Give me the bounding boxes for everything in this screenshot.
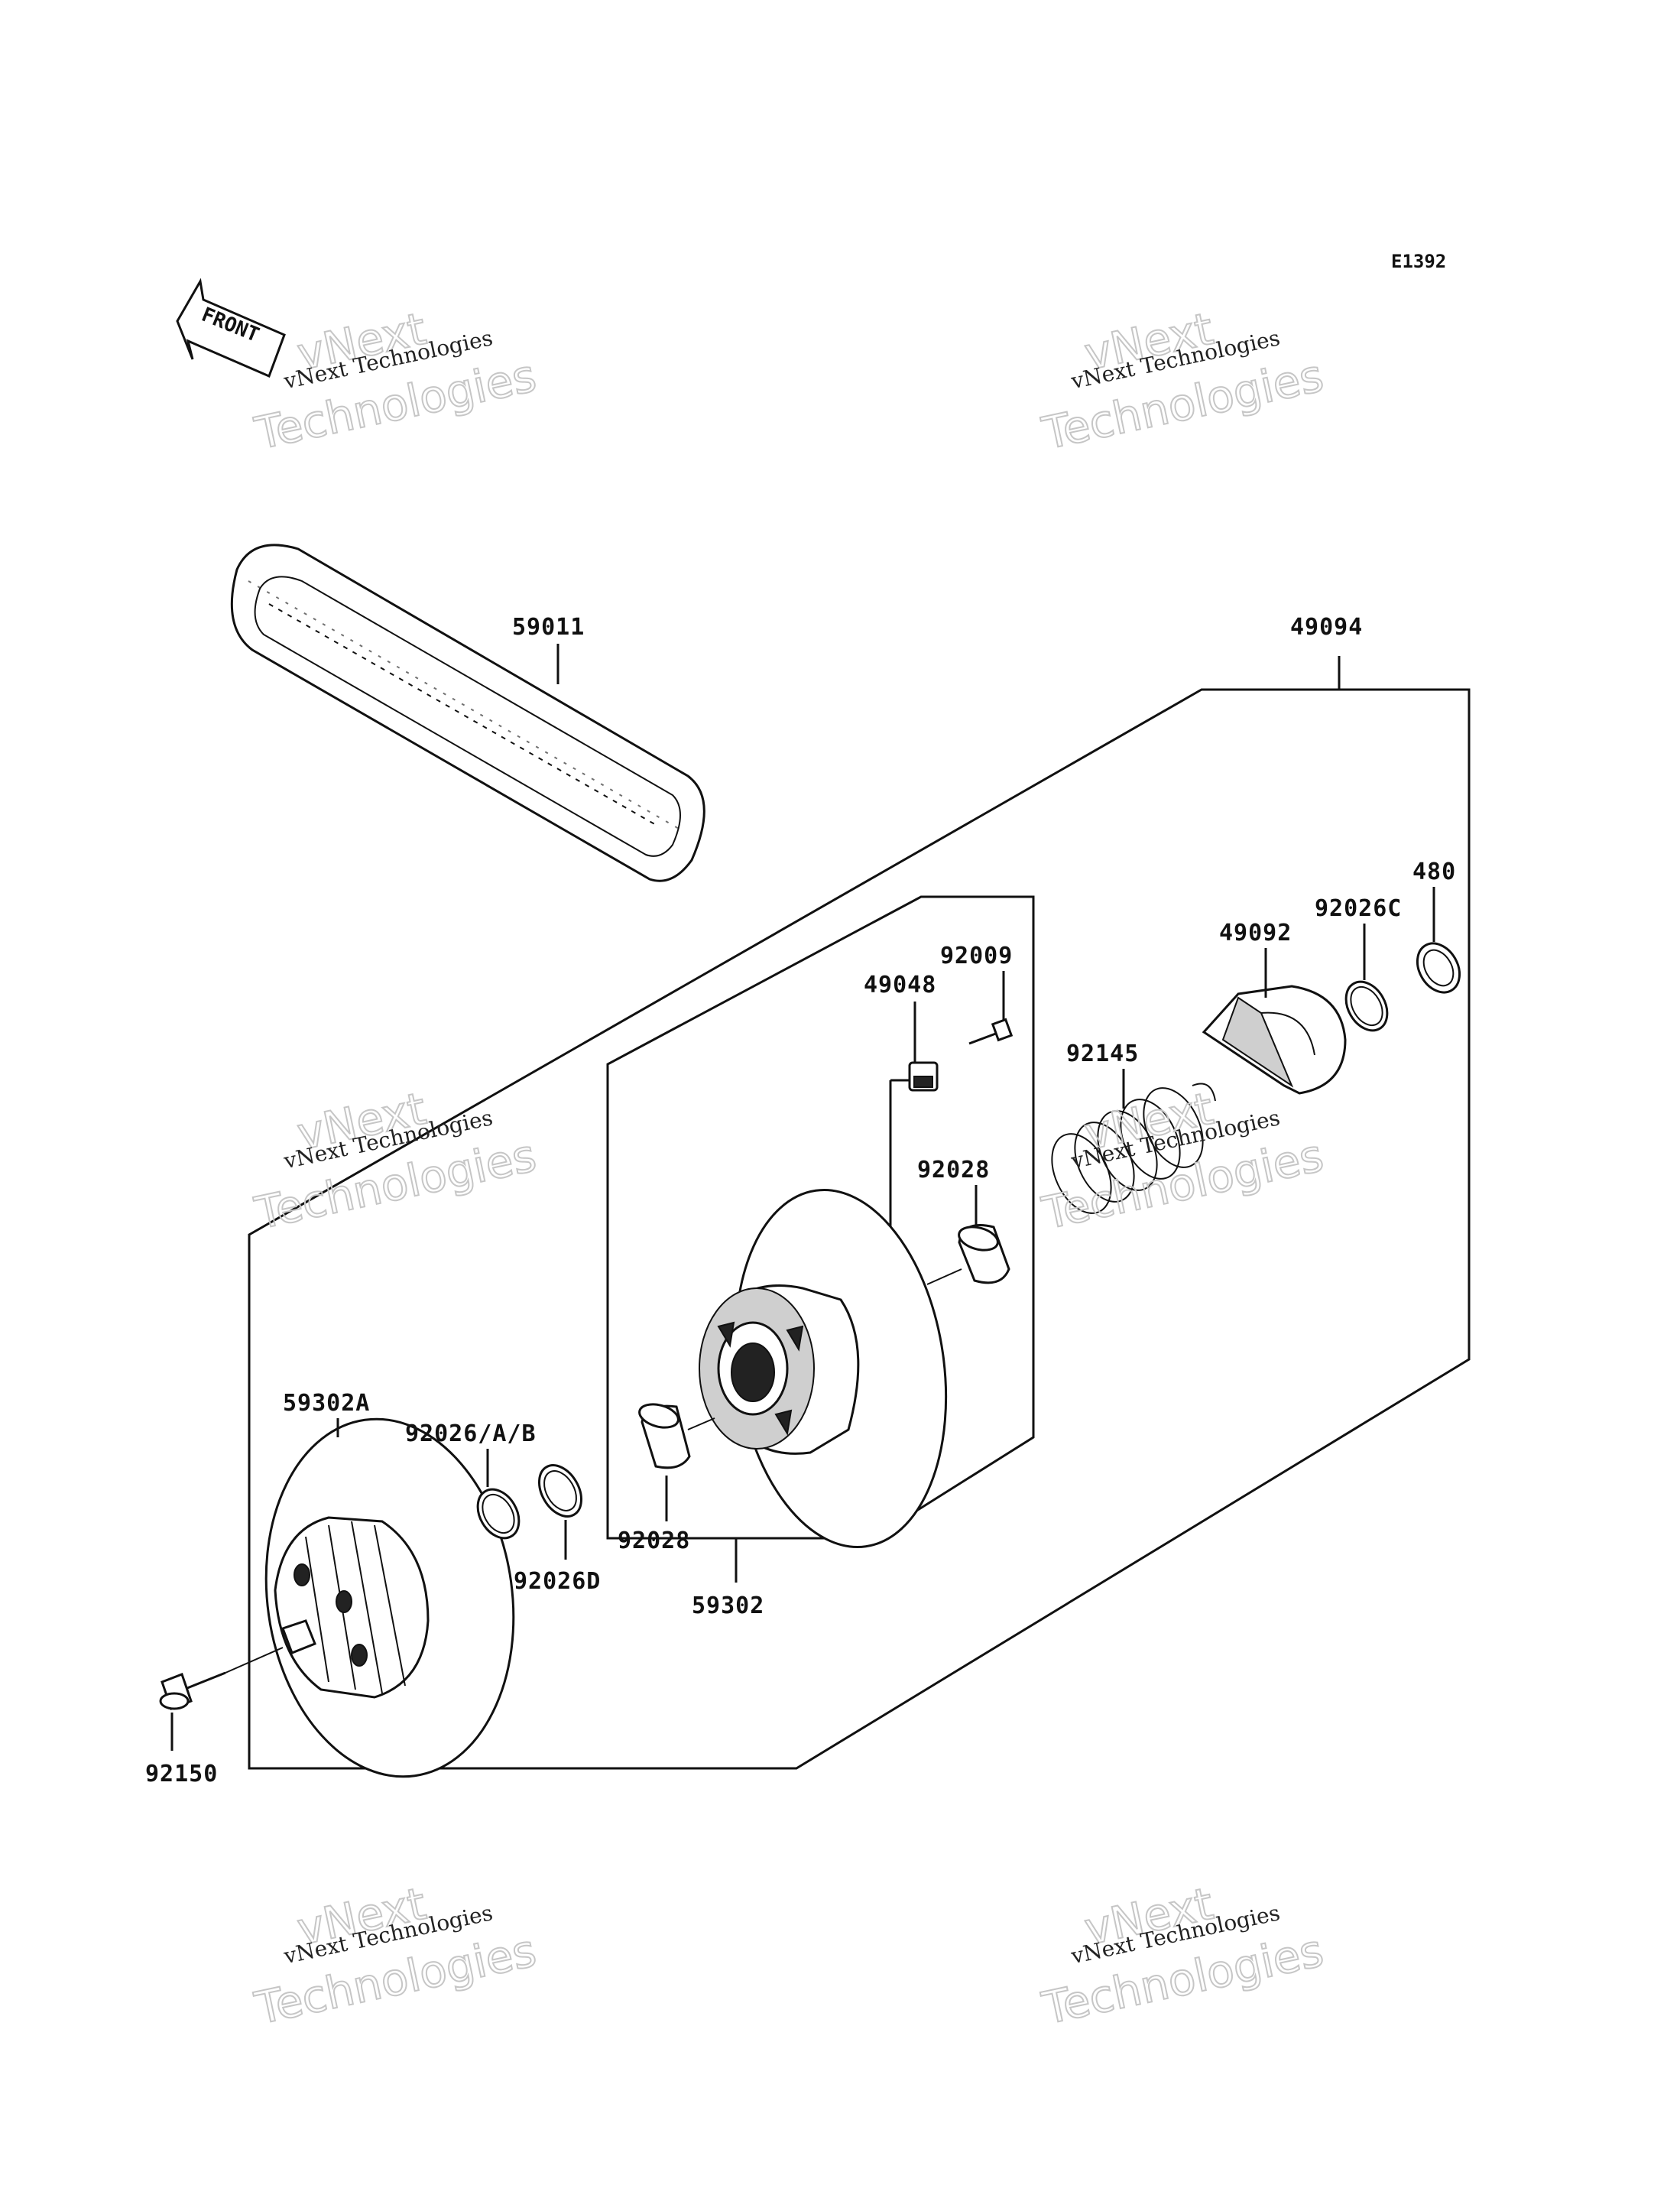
- washer-92026ab-icon: [476, 1488, 521, 1540]
- bolt-92150-icon: [159, 1671, 226, 1710]
- part-label-92028-upper: 92028: [917, 1157, 990, 1183]
- front-arrow-icon: FRONT: [176, 278, 286, 378]
- part-label-480: 480: [1412, 859, 1456, 885]
- part-label-92009: 92009: [940, 943, 1013, 969]
- movable-sheave-59302-icon: [699, 1189, 948, 1548]
- part-label-92145: 92145: [1066, 1041, 1139, 1067]
- part-label-49092: 49092: [1219, 920, 1292, 946]
- part-label-92150: 92150: [145, 1761, 218, 1787]
- part-label-92028-lower: 92028: [618, 1528, 690, 1554]
- bushing-92028-lower-icon: [638, 1403, 691, 1469]
- bushing-92028-upper-icon: [958, 1224, 1010, 1284]
- cam-49092-icon: [1202, 985, 1347, 1095]
- fixed-sheave-59302a-icon: [264, 1417, 515, 1778]
- watermark-top-right: vNext Technologies vNext Technologies: [1036, 302, 1328, 461]
- part-label-92026d: 92026D: [514, 1568, 601, 1595]
- part-label-59302: 59302: [692, 1592, 764, 1619]
- part-label-59302a: 59302A: [283, 1390, 370, 1417]
- slider-49048-icon: [908, 1061, 939, 1092]
- watermark-mid-left: vNext Technologies vNext Technologies: [249, 1082, 541, 1241]
- watermark-bottom-left: vNext Technologies vNext Technologies: [249, 1877, 541, 2036]
- part-label-49094: 49094: [1290, 614, 1363, 641]
- snap-ring-480-icon: [1416, 942, 1461, 994]
- watermark-mid-right: vNext Technologies vNext Technologies: [1036, 1082, 1328, 1241]
- screw-92009-icon: [968, 1018, 1014, 1045]
- washer-92026c-icon: [1344, 980, 1389, 1032]
- diagram-code: E1392: [1391, 251, 1446, 272]
- washer-92026d-icon: [538, 1464, 582, 1518]
- assembly-outline-49094: [248, 688, 1471, 1770]
- part-label-92026ab: 92026/A/B: [405, 1420, 537, 1447]
- part-label-59011: 59011: [512, 614, 585, 641]
- drive-belt-icon: [230, 544, 705, 882]
- spring-92145-icon: [1051, 1083, 1216, 1214]
- watermark-bottom-right: vNext Technologies vNext Technologies: [1036, 1877, 1328, 2036]
- part-label-49048: 49048: [864, 972, 936, 998]
- part-label-92026c: 92026C: [1315, 895, 1402, 922]
- watermark-top-left: vNext Technologies vNext Technologies: [249, 302, 541, 461]
